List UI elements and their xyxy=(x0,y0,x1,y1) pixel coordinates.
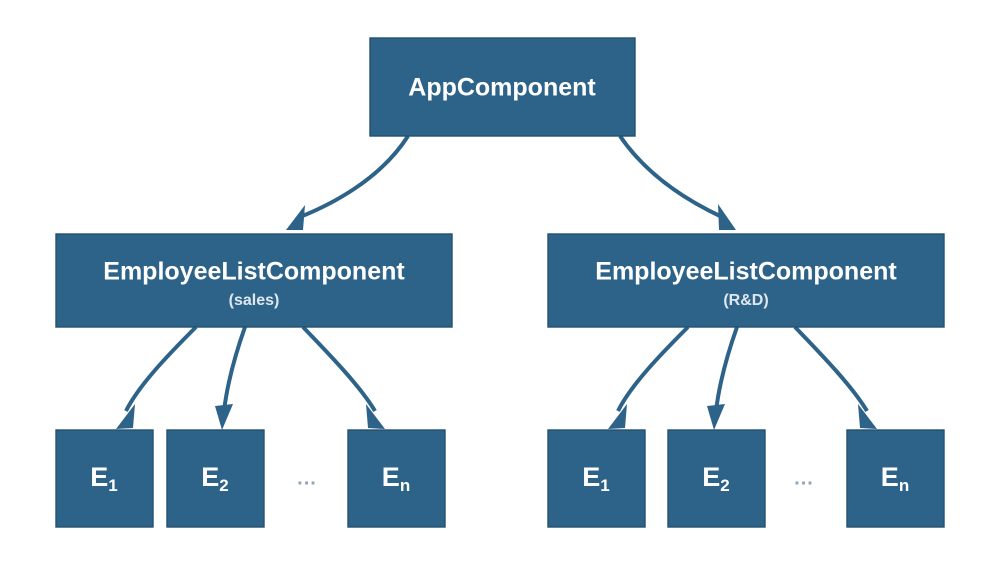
node-label: EmployeeListComponent xyxy=(103,258,405,286)
edge-branch-left-to-leaf-1 xyxy=(116,325,198,429)
ellipsis-rd: ... xyxy=(794,467,814,489)
leaf-subscript: n xyxy=(899,476,909,495)
arrowhead-icon xyxy=(116,404,135,429)
edge-line xyxy=(301,325,377,413)
edge-line xyxy=(124,325,198,412)
leaf-label: E2 xyxy=(201,462,228,495)
edge-branch-left-to-leaf-2 xyxy=(215,326,247,430)
node-box xyxy=(166,429,265,528)
edge-branch-right-to-leaf-1 xyxy=(608,325,690,429)
node-subtitle: (sales) xyxy=(229,292,280,309)
node-box xyxy=(347,429,446,528)
leaf-node-rd-e1[interactable]: E1 xyxy=(547,429,646,528)
leaf-node-sales-e2[interactable]: E2 xyxy=(166,429,265,528)
leaf-node-rd-e2[interactable]: E2 xyxy=(667,429,766,528)
leaf-base: E xyxy=(702,462,720,492)
leaf-label: En xyxy=(881,462,909,495)
leaf-label: En xyxy=(382,462,410,495)
edge-branch-right-to-leaf-2 xyxy=(707,326,739,430)
edge-line xyxy=(299,134,410,219)
leaf-base: E xyxy=(201,462,219,492)
leaf-base: E xyxy=(382,462,400,492)
leaf-label: E1 xyxy=(582,462,609,495)
leaf-label: E1 xyxy=(90,462,117,495)
edge-line xyxy=(714,326,739,412)
arrowhead-icon xyxy=(608,404,627,429)
leaf-subscript: 2 xyxy=(219,476,228,495)
leaf-node-rd-en[interactable]: En xyxy=(846,429,945,528)
node-subtitle: (R&D) xyxy=(723,292,768,309)
leaf-base: E xyxy=(90,462,108,492)
edge-line xyxy=(616,325,690,412)
edge-line xyxy=(793,325,869,413)
arrowhead-icon xyxy=(286,205,305,230)
node-label: EmployeeListComponent xyxy=(595,258,897,286)
arrowhead-icon xyxy=(707,404,725,430)
edge-branch-left-to-leaf-3 xyxy=(301,325,385,429)
edge-branch-right-to-leaf-3 xyxy=(793,325,877,429)
node-app-component[interactable]: AppComponent xyxy=(369,37,636,137)
arrowhead-icon xyxy=(718,204,736,230)
leaf-subscript: 2 xyxy=(720,476,729,495)
node-box xyxy=(55,233,453,328)
node-label: AppComponent xyxy=(408,74,596,102)
edge-root-to-branch-left xyxy=(286,134,410,230)
node-box xyxy=(547,429,646,528)
ellipsis-sales: ... xyxy=(297,467,317,489)
node-employee-list-component-rd[interactable]: EmployeeListComponent (R&D) xyxy=(547,233,945,328)
leaf-base: E xyxy=(582,462,600,492)
node-box xyxy=(55,429,154,528)
arrowhead-icon xyxy=(215,404,233,430)
leaf-base: E xyxy=(881,462,899,492)
leaf-label: E2 xyxy=(702,462,729,495)
leaf-node-sales-e1[interactable]: E1 xyxy=(55,429,154,528)
node-box xyxy=(846,429,945,528)
node-box xyxy=(667,429,766,528)
leaf-subscript: 1 xyxy=(600,476,609,495)
node-employee-list-component-sales[interactable]: EmployeeListComponent (sales) xyxy=(55,233,453,328)
node-box xyxy=(547,233,945,328)
arrowhead-icon xyxy=(858,404,877,429)
edge-line xyxy=(618,134,723,219)
arrowhead-icon xyxy=(366,404,385,429)
edge-root-to-branch-right xyxy=(618,134,736,230)
leaf-node-sales-en[interactable]: En xyxy=(347,429,446,528)
leaf-subscript: 1 xyxy=(108,476,117,495)
node-box xyxy=(369,37,636,137)
leaf-subscript: n xyxy=(400,476,410,495)
edge-line xyxy=(222,326,247,412)
